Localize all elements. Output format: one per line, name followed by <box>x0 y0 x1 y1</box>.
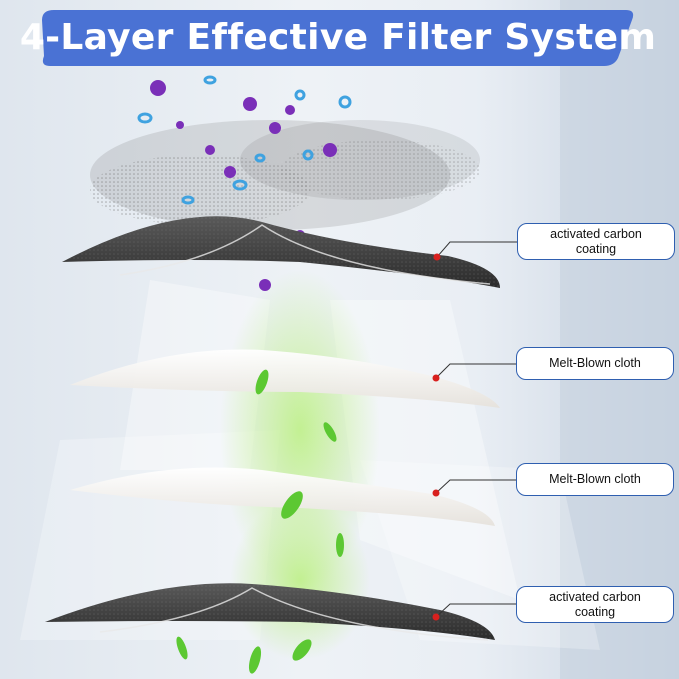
layer-4-label-line2: coating <box>574 604 616 619</box>
layer-4-label-line1: activated carbon <box>549 589 641 604</box>
banner-shape <box>42 10 634 66</box>
layer-1-label-line1: activated carbon <box>550 226 642 241</box>
title-banner: 4-Layer Effective Filter System <box>19 6 657 68</box>
layer-2-label: Melt-Blown cloth <box>516 347 674 380</box>
page-title: 4-Layer Effective Filter System <box>19 16 657 58</box>
layer-1-label-line2: coating <box>575 241 617 256</box>
layer-3-label: Melt-Blown cloth <box>516 463 674 496</box>
